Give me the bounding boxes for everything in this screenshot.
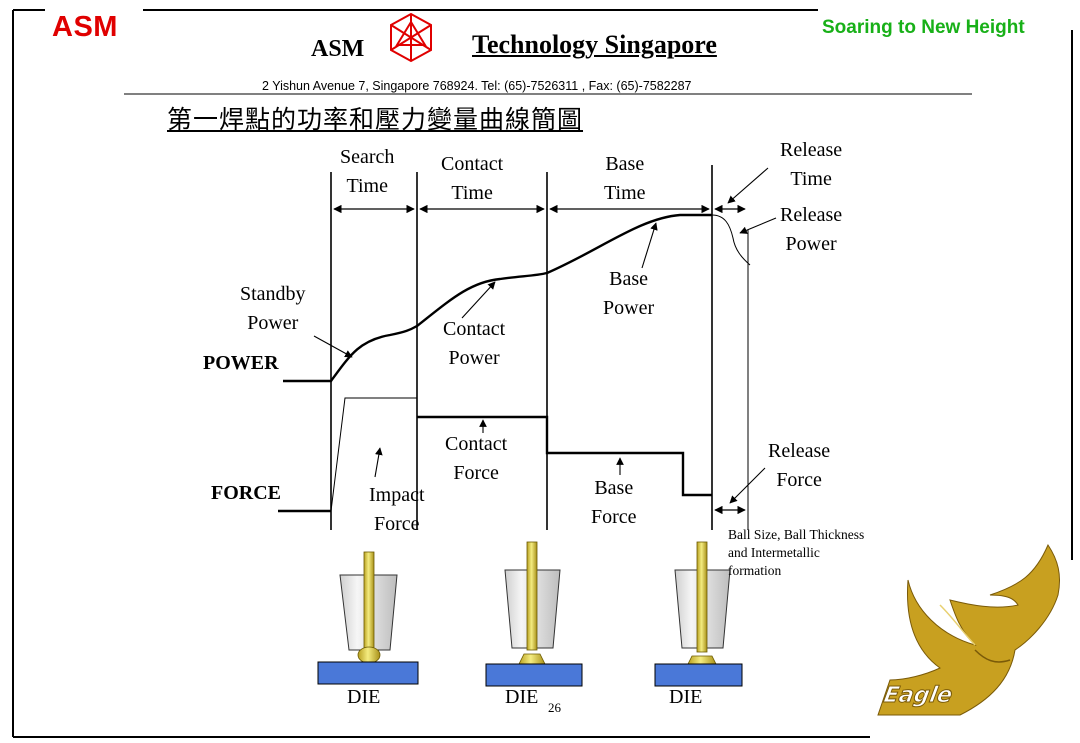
company-name: Technology Singapore [472,30,717,59]
capillary-contact [485,541,583,687]
capillary-free-air-ball [317,551,419,685]
force-axis-label: FORCE [211,482,281,504]
page-number: 26 [548,700,561,715]
slide-title: 第一焊點的功率和壓力變量曲線簡圖 [167,105,584,134]
slide-frame [12,9,1073,738]
capillary-base [654,541,743,687]
tagline: Soaring to New Height [822,17,1025,38]
asm-emblem-icon [390,12,432,63]
eagle-emblem-icon [877,543,1061,716]
company-address: 2 Yishun Avenue 7, Singapore 768924. Tel… [262,79,692,93]
die-label: DIE [505,686,539,708]
die-label: DIE [669,686,703,708]
power-axis-label: POWER [203,352,279,374]
pointer-arrows [313,167,777,504]
power-curve [283,213,712,383]
impact-force-curve [330,397,417,512]
eagle-logo-text: Eagle [881,683,955,709]
phase-boundaries [330,165,749,530]
release-power-curve [711,214,751,266]
die-label: DIE [347,686,381,708]
asm-logo-text: ASM [52,11,118,43]
force-curve [278,415,712,513]
phase-duration-arrows [333,204,746,515]
company-short-name: ASM [311,36,365,62]
